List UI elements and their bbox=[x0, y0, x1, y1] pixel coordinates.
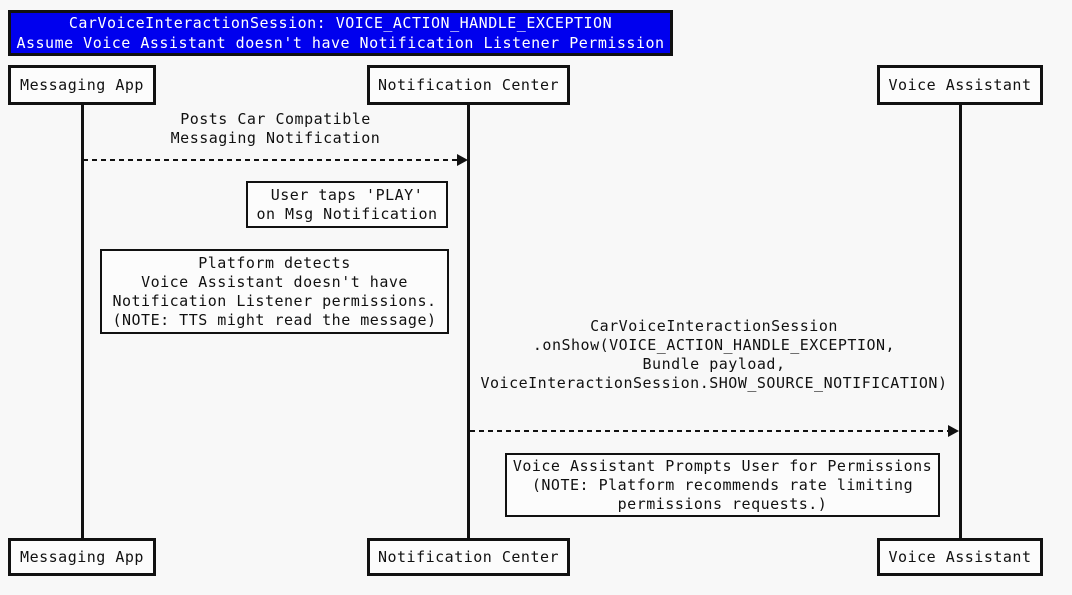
note-2-line-4: (NOTE: TTS might read the message) bbox=[112, 310, 437, 329]
message-1-label: Posts Car Compatible Messaging Notificat… bbox=[82, 110, 469, 148]
note-2-line-1: Platform detects bbox=[198, 253, 351, 272]
actor-voice-assistant-bottom: Voice Assistant bbox=[877, 538, 1043, 576]
arrow-head-icon bbox=[457, 154, 468, 166]
lifeline-messaging-app bbox=[80, 104, 84, 539]
actor-notification-center-top: Notification Center bbox=[367, 65, 570, 105]
message-1-line-2: Messaging Notification bbox=[170, 129, 381, 147]
message-2-line-4: VoiceInteractionSession.SHOW_SOURCE_NOTI… bbox=[480, 374, 948, 392]
note-2-line-3: Notification Listener permissions. bbox=[112, 291, 437, 310]
message-1-arrow bbox=[83, 154, 468, 166]
lifeline-notification-center bbox=[467, 104, 470, 539]
lifeline-voice-assistant bbox=[958, 104, 962, 539]
actor-messaging-app-bottom: Messaging App bbox=[8, 538, 156, 576]
message-1-line-1: Posts Car Compatible bbox=[180, 110, 371, 128]
note-1-line-2: on Msg Notification bbox=[256, 204, 438, 223]
title-line-1: CarVoiceInteractionSession: VOICE_ACTION… bbox=[68, 14, 613, 32]
title-line-2: Assume Voice Assistant doesn't have Noti… bbox=[16, 34, 665, 52]
note-3-line-1: Voice Assistant Prompts User for Permiss… bbox=[512, 456, 933, 475]
message-2-label: CarVoiceInteractionSession .onShow(VOICE… bbox=[468, 317, 960, 393]
actor-notification-center-bottom: Notification Center bbox=[367, 538, 570, 576]
note-2-line-2: Voice Assistant doesn't have bbox=[141, 272, 408, 291]
note-3-line-3: permissions requests.) bbox=[617, 494, 828, 513]
note-voice-assistant-prompts: Voice Assistant Prompts User for Permiss… bbox=[505, 453, 940, 517]
note-user-taps-play: User taps 'PLAY' on Msg Notification bbox=[246, 181, 448, 228]
actor-messaging-app-top: Messaging App bbox=[8, 65, 156, 105]
note-3-line-2: (NOTE: Platform recommends rate limiting bbox=[531, 475, 914, 494]
arrow-head-icon bbox=[948, 425, 959, 437]
message-2-arrow bbox=[470, 425, 959, 437]
actor-voice-assistant-top: Voice Assistant bbox=[877, 65, 1043, 105]
diagram-title-banner: CarVoiceInteractionSession: VOICE_ACTION… bbox=[8, 10, 673, 56]
note-1-line-1: User taps 'PLAY' bbox=[270, 185, 424, 204]
message-2-line-3: Bundle payload, bbox=[642, 355, 786, 373]
message-2-line-2: .onShow(VOICE_ACTION_HANDLE_EXCEPTION, bbox=[532, 336, 896, 354]
note-platform-detects: Platform detects Voice Assistant doesn't… bbox=[100, 249, 449, 334]
message-2-line-1: CarVoiceInteractionSession bbox=[590, 317, 838, 335]
